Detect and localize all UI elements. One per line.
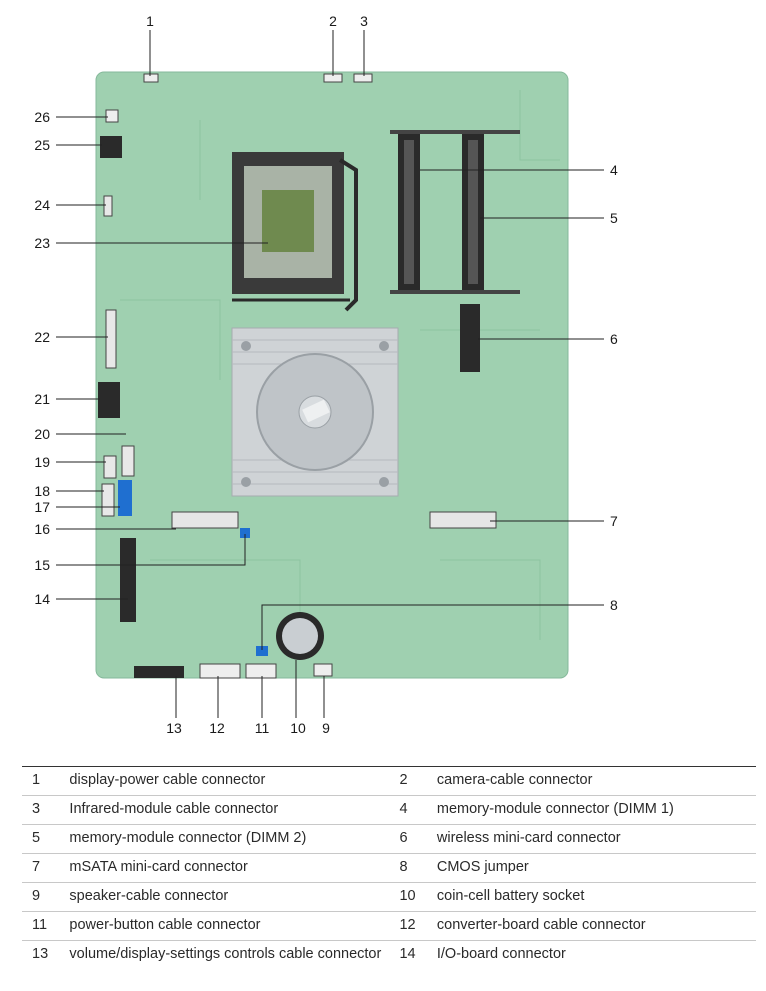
legend-number: 12: [399, 917, 416, 933]
volume-display-settings-connector: [134, 666, 184, 678]
callout-9: 9: [322, 720, 330, 736]
legend-label: power-button cable connector: [69, 917, 261, 933]
callout-17: 17: [34, 499, 50, 515]
legend-number: 3: [32, 801, 41, 817]
cmos-jumper: [256, 646, 268, 656]
legend-label: converter-board cable connector: [436, 917, 646, 933]
callout-24: 24: [34, 197, 50, 213]
legend-number: 14: [399, 946, 416, 962]
io-board-connector: [120, 538, 136, 622]
jumper-15: [240, 528, 250, 538]
connector-19: [103, 455, 117, 479]
legend-row: 13 volume/display-settings controls cabl…: [22, 941, 756, 970]
connector-18: [101, 483, 115, 517]
callout-4: 4: [610, 162, 618, 178]
callout-11: 11: [255, 720, 270, 736]
callout-8: 8: [610, 597, 618, 613]
legend-label: wireless mini-card connector: [436, 830, 621, 846]
callout-22: 22: [34, 329, 50, 345]
legend-number: 4: [399, 801, 408, 817]
callout-13: 13: [166, 720, 182, 736]
infrared-module-cable-connector: [353, 73, 373, 83]
legend-label: Infrared-module cable connector: [69, 801, 279, 817]
callout-26: 26: [34, 109, 50, 125]
msata-mini-card-connector: [429, 511, 497, 529]
callout-legend-table: 1 display-power cable connector 2 camera…: [22, 766, 756, 969]
converter-board-cable-connector: [199, 663, 241, 679]
legend-number: 8: [399, 859, 408, 875]
legend-number: 2: [399, 772, 408, 788]
legend-label: volume/display-settings controls cable c…: [69, 946, 382, 962]
legend-label: display-power cable connector: [69, 772, 266, 788]
callout-1: 1: [146, 13, 154, 29]
callout-5: 5: [610, 210, 618, 226]
system-board-diagram: 1 2 3 4 5 6 7 8 9 10 11 12 13 14 15 16 1…: [34, 13, 618, 736]
callout-23: 23: [34, 235, 50, 251]
heatsink: [231, 327, 399, 497]
legend-number: 5: [32, 830, 41, 846]
callout-16: 16: [34, 521, 50, 537]
display-power-cable-connector: [143, 73, 159, 83]
power-button-cable-connector: [245, 663, 277, 679]
legend-number: 7: [32, 859, 41, 875]
legend-number: 11: [32, 917, 48, 933]
legend-label: memory-module connector (DIMM 2): [69, 830, 307, 846]
wireless-mini-card-connector: [460, 304, 480, 372]
mini-card-connector-16: [171, 511, 239, 529]
legend-label: mSATA mini-card connector: [69, 859, 248, 875]
legend-row: 3 Infrared-module cable connector 4 memo…: [22, 796, 756, 825]
legend-row: 11 power-button cable connector 12 conve…: [22, 912, 756, 941]
callout-2: 2: [329, 13, 337, 29]
callout-labels: 1 2 3 4 5 6 7 8 9 10 11 12 13 14 15 16 1…: [34, 13, 618, 736]
connector-24: [103, 195, 113, 217]
callout-25: 25: [34, 137, 50, 153]
legend-row: 7 mSATA mini-card connector 8 CMOS jumpe…: [22, 854, 756, 883]
legend-label: memory-module connector (DIMM 1): [436, 801, 674, 817]
legend-number: 13: [32, 946, 49, 962]
legend-row: 5 memory-module connector (DIMM 2) 6 wir…: [22, 825, 756, 854]
legend-label: speaker-cable connector: [69, 888, 229, 904]
callout-15: 15: [34, 557, 50, 573]
legend-number: 1: [32, 772, 41, 788]
coin-cell-battery-socket: [276, 612, 324, 660]
callout-20: 20: [34, 426, 50, 442]
connector-25: [100, 136, 122, 158]
legend-label: coin-cell battery socket: [436, 888, 585, 904]
speaker-cable-connector: [313, 663, 333, 677]
callout-21: 21: [34, 391, 50, 407]
sata-connector-17: [118, 480, 132, 516]
callout-18: 18: [34, 483, 50, 499]
callout-7: 7: [610, 513, 618, 529]
connector-20: [121, 445, 135, 477]
callout-12: 12: [209, 720, 225, 736]
connector-22: [105, 309, 117, 369]
connector-26: [105, 109, 119, 123]
legend-label: CMOS jumper: [436, 859, 529, 875]
callout-3: 3: [360, 13, 368, 29]
connector-21: [98, 382, 120, 418]
dimm-slots: [390, 130, 520, 294]
callout-19: 19: [34, 454, 50, 470]
cpu-socket: [232, 152, 358, 312]
legend-number: 10: [399, 888, 416, 904]
legend-label: I/O-board connector: [436, 946, 566, 962]
callout-10: 10: [290, 720, 306, 736]
legend-row: 1 display-power cable connector 2 camera…: [22, 766, 756, 796]
callout-6: 6: [610, 331, 618, 347]
legend-number: 6: [399, 830, 408, 846]
legend-row: 9 speaker-cable connector 10 coin-cell b…: [22, 883, 756, 912]
legend-number: 9: [32, 888, 41, 904]
callout-lines: [56, 30, 604, 718]
legend-label: camera-cable connector: [436, 772, 593, 788]
callout-14: 14: [34, 591, 50, 607]
